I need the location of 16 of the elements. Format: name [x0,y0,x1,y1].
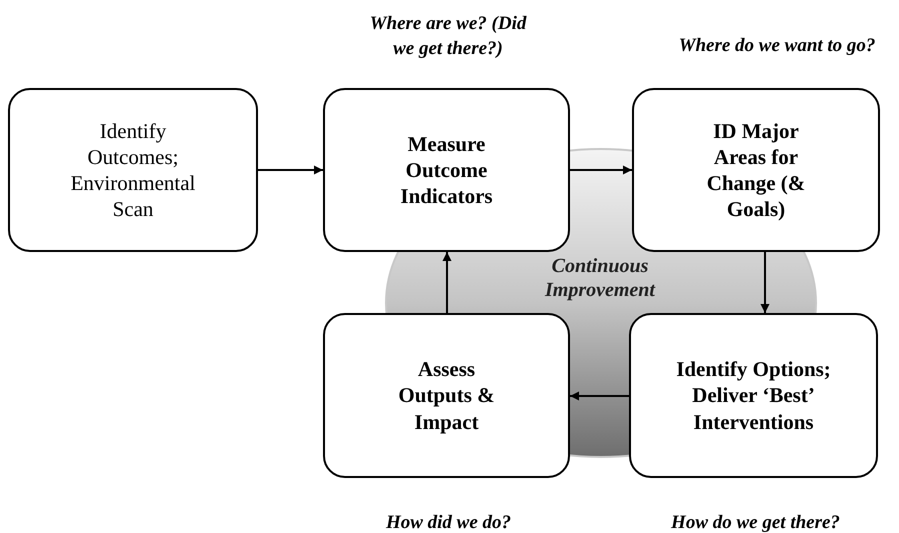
question-caption: How do we get there? [670,511,841,533]
box-label: Assess Outputs & Impact [397,356,496,435]
box-label: Measure Outcome Indicators [399,130,494,210]
question-caption: Where are we? (Did we get there?) [368,12,528,61]
question-caption: How did we do? [384,511,512,533]
arrow [570,166,632,174]
question-caption: Where do we want to go? [678,34,876,58]
cycle-label: Continuous Improvement [544,254,656,302]
arrow [760,252,770,313]
box-label: Identify Options; Deliver ‘Best’ Interventions [675,356,832,435]
process-box [8,88,258,252]
box-label: Identify Outcomes; Environmental Scan [70,118,196,222]
arrow [570,392,629,400]
arrow [442,252,452,313]
box-label: ID Major Areas for Change (& Goals) [706,118,806,222]
arrow [258,166,323,174]
